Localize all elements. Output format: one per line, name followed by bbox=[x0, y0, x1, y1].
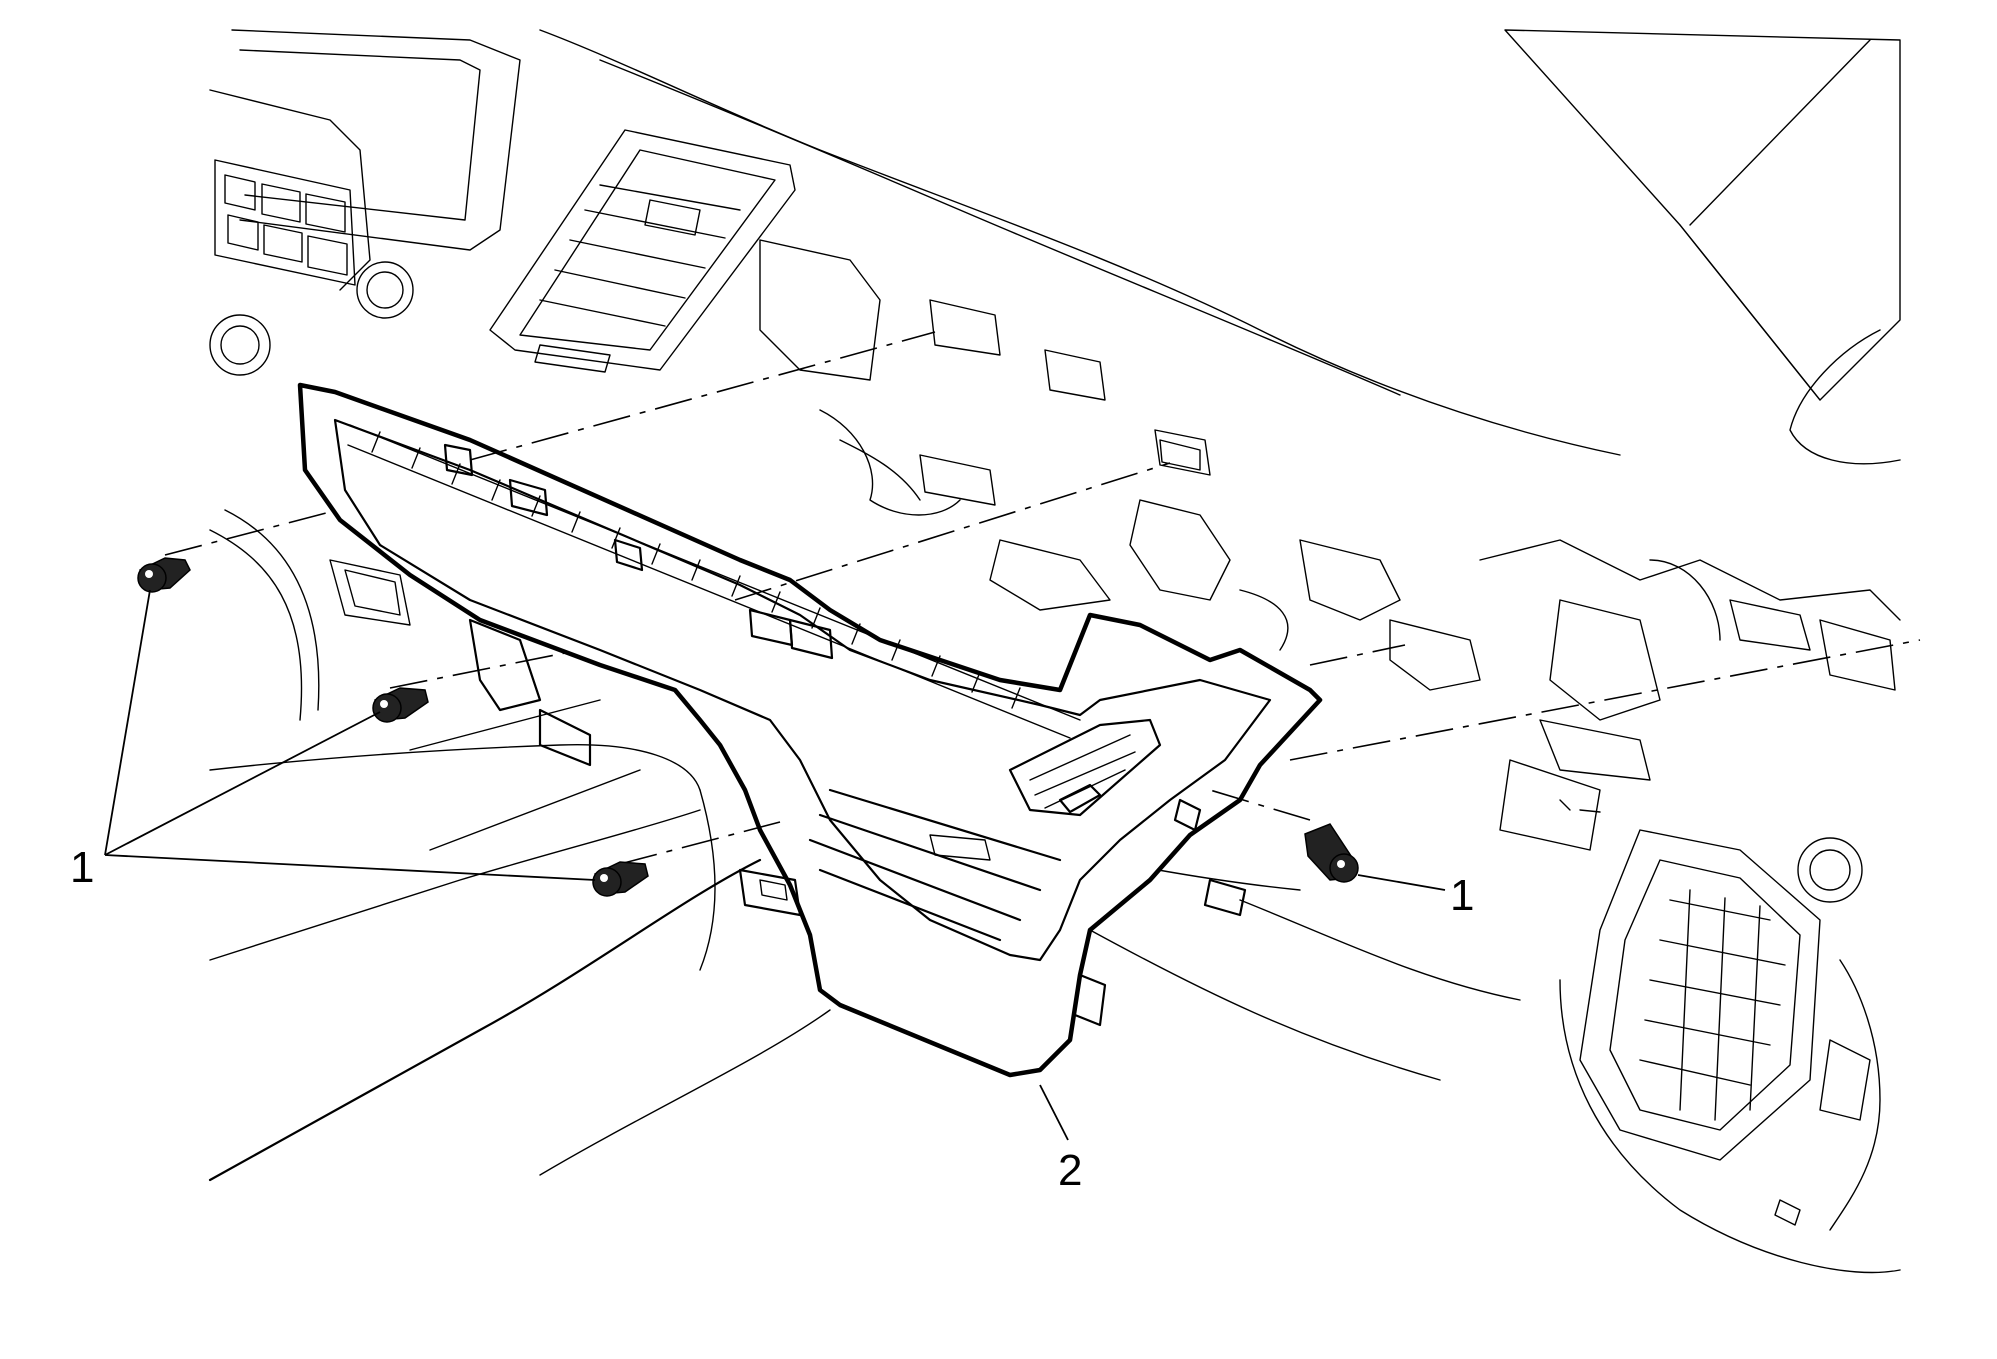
side-air-vent bbox=[808, 718, 1162, 942]
callout-label-trim-panel: 2 bbox=[1058, 1146, 1082, 1195]
callout-leaders bbox=[104, 589, 1446, 1141]
callout-label-bolts-left: 1 bbox=[70, 843, 94, 892]
alignment-lines bbox=[164, 331, 1921, 865]
bolt-fastener-4 bbox=[1304, 823, 1359, 883]
instrument-panel-background bbox=[208, 29, 1901, 1274]
bolt-fastener-2 bbox=[372, 687, 429, 723]
callout-label-bolt-right: 1 bbox=[1450, 871, 1474, 920]
trim-panel-part bbox=[297, 382, 1323, 1078]
bolt-fastener-3 bbox=[592, 861, 649, 897]
bolt-fastener-1 bbox=[137, 557, 191, 593]
